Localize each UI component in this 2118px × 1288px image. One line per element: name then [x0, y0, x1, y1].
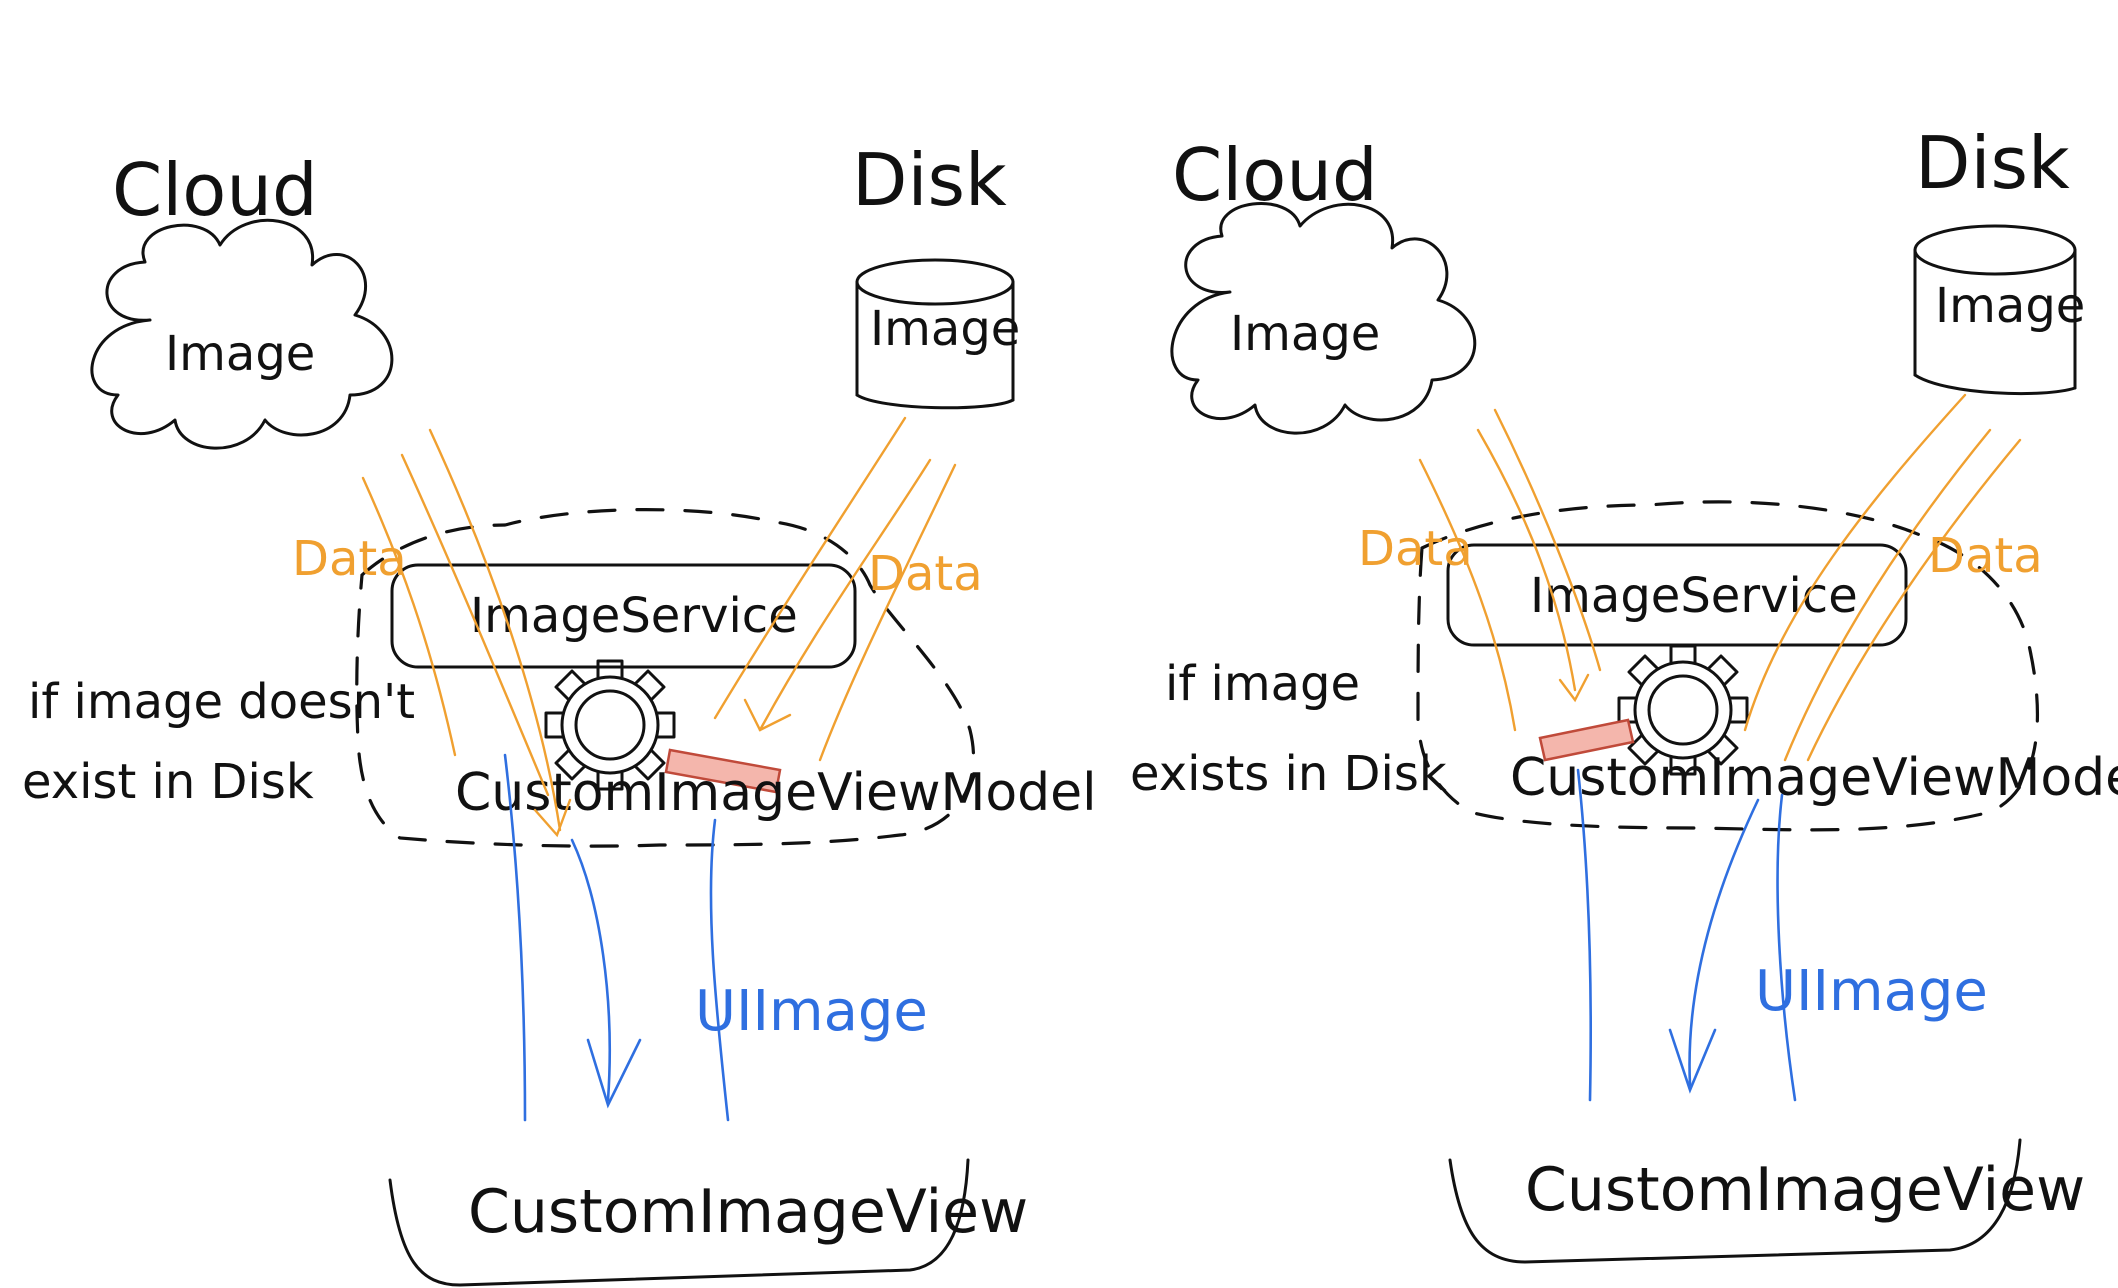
cloud-image-label: Image: [165, 326, 315, 382]
view-model-label: CustomImageViewModel: [1510, 748, 2118, 808]
condition-line-2: exists in Disk: [1130, 746, 1447, 802]
viewmodel-boundary: [355, 508, 976, 848]
highlight-marker: [1538, 718, 1635, 762]
highlight-marker: [664, 748, 782, 794]
condition-line-1: if image: [1165, 656, 1360, 712]
view-model-label: CustomImageViewModel: [455, 763, 1097, 823]
data-label-left: Data: [292, 531, 407, 587]
cloud-image-label: Image: [1230, 306, 1380, 362]
right-panel: Cloud Image Disk Image ImageService: [1130, 121, 2118, 1264]
data-label-right: Data: [868, 546, 983, 602]
custom-image-view-box: [388, 1158, 970, 1287]
image-service-label: ImageService: [470, 588, 798, 644]
data-label-left: Data: [1358, 521, 1473, 577]
data-label-right: Data: [1928, 528, 2043, 584]
left-panel: Cloud Image Disk Image ImageService: [22, 138, 1097, 1287]
custom-image-view-box: [1448, 1138, 2022, 1264]
gear-icon: [544, 659, 676, 791]
data-arrows: [361, 416, 957, 838]
uiimage-label: UIImage: [1755, 959, 1988, 1024]
image-service-label: ImageService: [1530, 568, 1858, 624]
gear-icon: [1617, 644, 1749, 776]
cloud-shape: [1170, 202, 1477, 435]
disk-image-label: Image: [870, 301, 1020, 357]
uiimage-label: UIImage: [695, 979, 928, 1044]
custom-image-view-label: CustomImageView: [468, 1177, 1028, 1247]
cloud-title: Cloud: [112, 148, 318, 232]
disk-cylinder-icon: [1913, 224, 2077, 396]
cloud-title: Cloud: [1172, 133, 1378, 217]
custom-image-view-label: CustomImageView: [1525, 1155, 2085, 1225]
disk-title: Disk: [1915, 121, 2070, 205]
disk-title: Disk: [852, 138, 1007, 222]
disk-cylinder-icon: [855, 258, 1015, 410]
condition-line-2: exist in Disk: [22, 754, 314, 810]
viewmodel-boundary: [1416, 500, 2040, 832]
data-arrows: [1418, 393, 2022, 762]
cloud-shape: [90, 218, 394, 450]
condition-line-1: if image doesn't: [28, 674, 415, 730]
uiimage-arrows: [1576, 768, 1797, 1102]
disk-image-label: Image: [1935, 278, 2085, 334]
uiimage-arrows: [503, 753, 730, 1122]
